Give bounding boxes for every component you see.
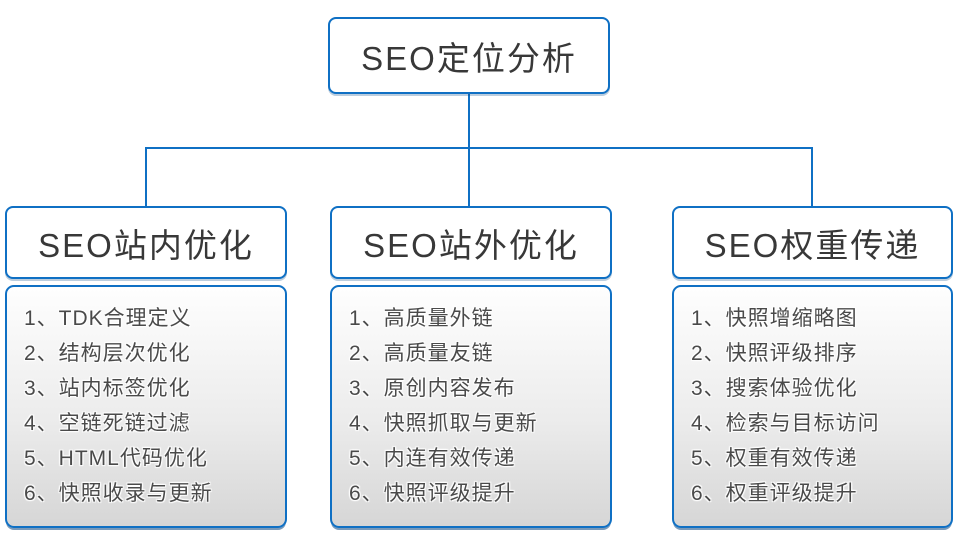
- column-weight: SEO权重传递 1、快照增缩略图 2、快照评级排序 3、搜索体验优化 4、检索与…: [672, 206, 953, 528]
- list-item: 5、内连有效传递: [349, 447, 516, 470]
- list-item: 3、搜索体验优化: [691, 377, 858, 400]
- list-item: 4、空链死链过滤: [24, 412, 191, 435]
- connector-right-vertical: [811, 147, 813, 206]
- list-item: 2、快照评级排序: [691, 342, 858, 365]
- list-item: 6、快照收录与更新: [24, 482, 213, 505]
- column-onsite-title: SEO站内优化: [38, 226, 254, 264]
- list-item: 1、高质量外链: [349, 307, 494, 330]
- list-item: 4、检索与目标访问: [691, 412, 880, 435]
- column-weight-title: SEO权重传递: [704, 226, 921, 264]
- column-onsite-header: SEO站内优化: [5, 206, 287, 279]
- list-item: 2、结构层次优化: [24, 342, 191, 365]
- list-item: 6、快照评级提升: [349, 482, 516, 505]
- column-weight-header: SEO权重传递: [672, 206, 953, 279]
- list-item: 5、HTML代码优化: [24, 447, 208, 470]
- connector-horizontal: [145, 147, 813, 149]
- list-item: 4、快照抓取与更新: [349, 412, 538, 435]
- column-onsite: SEO站内优化 1、TDK合理定义 2、结构层次优化 3、站内标签优化 4、空链…: [5, 206, 287, 528]
- list-item: 1、TDK合理定义: [24, 307, 192, 330]
- column-offsite-list: 1、高质量外链 2、高质量友链 3、原创内容发布 4、快照抓取与更新 5、内连有…: [330, 285, 612, 528]
- list-item: 1、快照增缩略图: [691, 307, 858, 330]
- list-item: 3、站内标签优化: [24, 377, 191, 400]
- connector-left-vertical: [145, 147, 147, 206]
- column-offsite: SEO站外优化 1、高质量外链 2、高质量友链 3、原创内容发布 4、快照抓取与…: [330, 206, 612, 528]
- connector-root-vertical: [468, 94, 470, 207]
- list-item: 3、原创内容发布: [349, 377, 516, 400]
- column-offsite-title: SEO站外优化: [363, 226, 579, 264]
- column-weight-list: 1、快照增缩略图 2、快照评级排序 3、搜索体验优化 4、检索与目标访问 5、权…: [672, 285, 953, 528]
- root-node-label: SEO定位分析: [361, 39, 577, 77]
- list-item: 2、高质量友链: [349, 342, 494, 365]
- column-onsite-list: 1、TDK合理定义 2、结构层次优化 3、站内标签优化 4、空链死链过滤 5、H…: [5, 285, 287, 528]
- root-node: SEO定位分析: [328, 17, 610, 94]
- column-offsite-header: SEO站外优化: [330, 206, 612, 279]
- list-item: 5、权重有效传递: [691, 447, 858, 470]
- list-item: 6、权重评级提升: [691, 482, 858, 505]
